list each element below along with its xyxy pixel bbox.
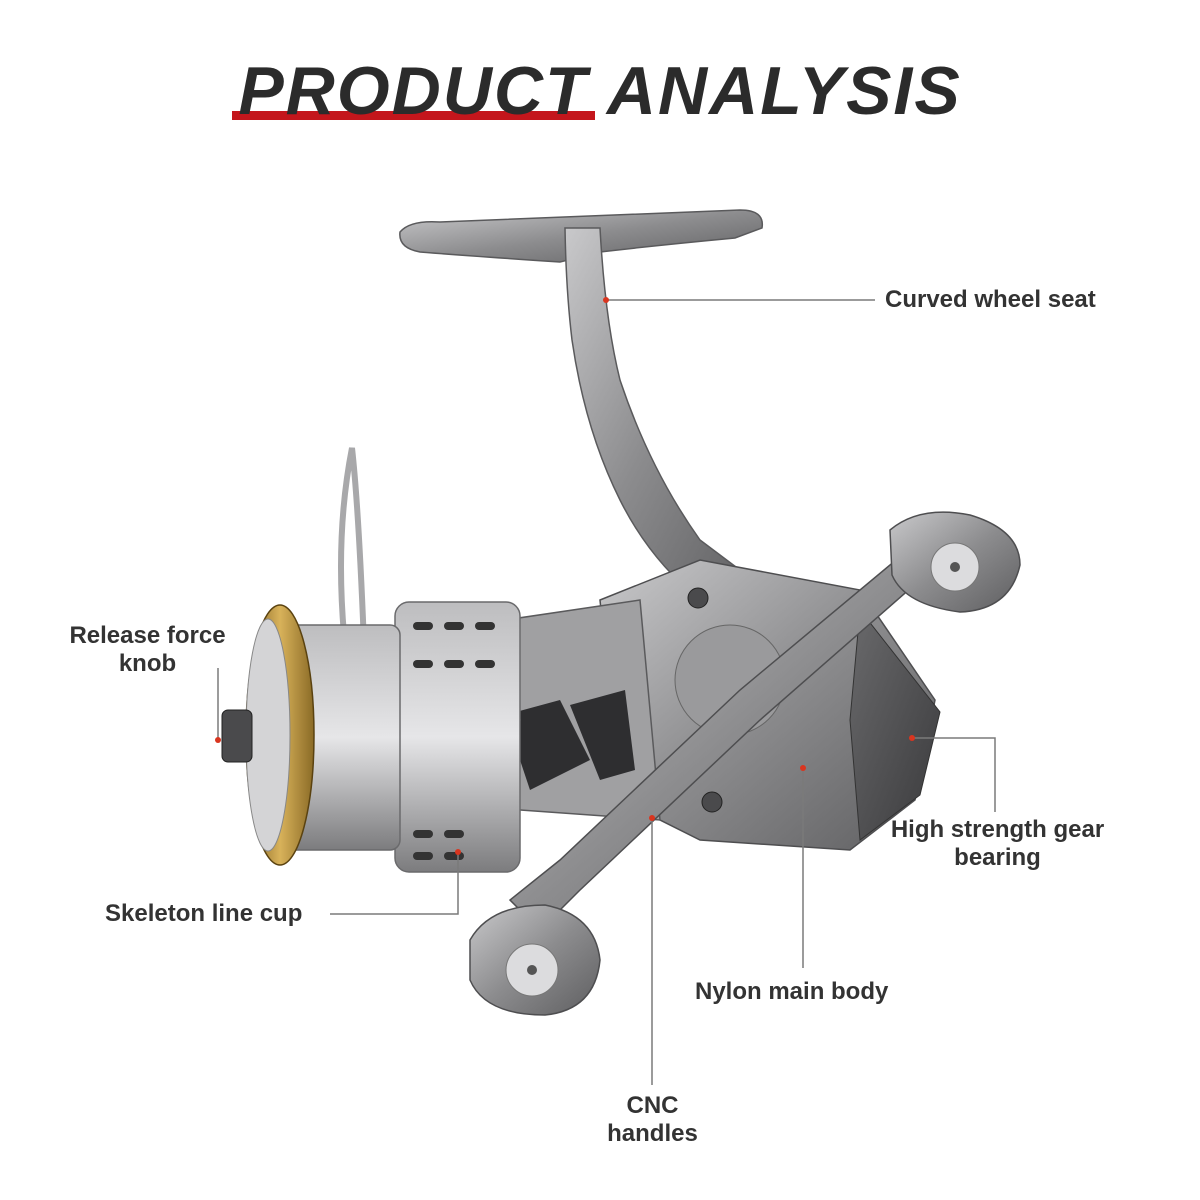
leader-markers xyxy=(215,297,915,855)
line-cup-slots xyxy=(413,622,495,860)
title-word-analysis: ANALYSIS xyxy=(606,53,962,129)
label-cnc-handles: CNC handles xyxy=(607,1092,698,1147)
page-title: PRODUCT ANALYSIS xyxy=(0,52,1200,130)
label-high-strength-gear-bearing: High strength gear bearing xyxy=(890,816,1105,871)
body-screw-bottom xyxy=(701,791,723,813)
spool-face xyxy=(245,618,291,852)
body-side-plate xyxy=(849,608,941,841)
bail-wire xyxy=(338,447,369,701)
label-nylon-main-body: Nylon main body xyxy=(695,978,889,1005)
body-screw-top xyxy=(687,587,709,609)
leader-high-strength xyxy=(912,737,996,812)
leader-lines xyxy=(217,299,996,1085)
title-word-product: PRODUCT xyxy=(232,52,595,130)
lower-knob-pin xyxy=(527,965,537,975)
label-skeleton-line-cup: Skeleton line cup xyxy=(105,900,303,927)
title-underline xyxy=(232,111,595,120)
label-release-force-knob: Release force knob xyxy=(69,622,226,677)
rotor-cutout-1 xyxy=(505,700,590,790)
upper-knob-pin xyxy=(950,562,960,572)
rotor-cutout-2 xyxy=(570,690,635,780)
drag-knob xyxy=(221,709,253,763)
wheel-seat-stem xyxy=(564,227,762,601)
leader-skeleton-cup xyxy=(330,852,459,915)
label-curved-wheel-seat: Curved wheel seat xyxy=(885,286,1096,313)
